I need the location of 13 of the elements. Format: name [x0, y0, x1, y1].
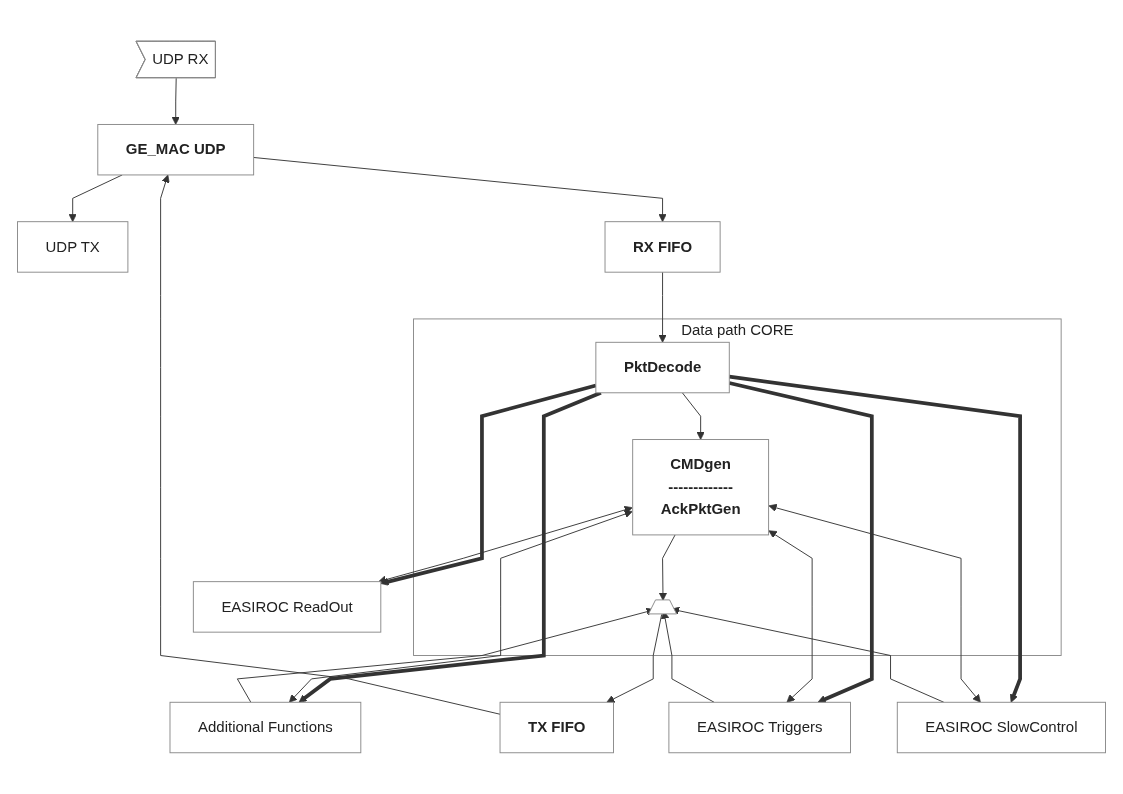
arrow: [298, 391, 602, 703]
node-box: CMDgen ------------- AckPktGen: [632, 439, 770, 536]
node-box: RX FIFO: [604, 221, 721, 273]
node-box: EASIROC SlowControl: [896, 701, 1106, 754]
node-box: EASIROC ReadOut: [192, 581, 382, 633]
node-box: EASIROC Triggers: [668, 701, 851, 754]
node-box: UDP TX: [17, 221, 129, 273]
node-box: PktDecode: [595, 341, 730, 394]
node-box: GE_MAC UDP: [97, 124, 255, 176]
node-trapezoid: [648, 599, 678, 615]
node-box: TX FIFO: [499, 701, 614, 754]
node-box: Additional Functions: [169, 701, 362, 754]
arrow: [380, 383, 597, 586]
